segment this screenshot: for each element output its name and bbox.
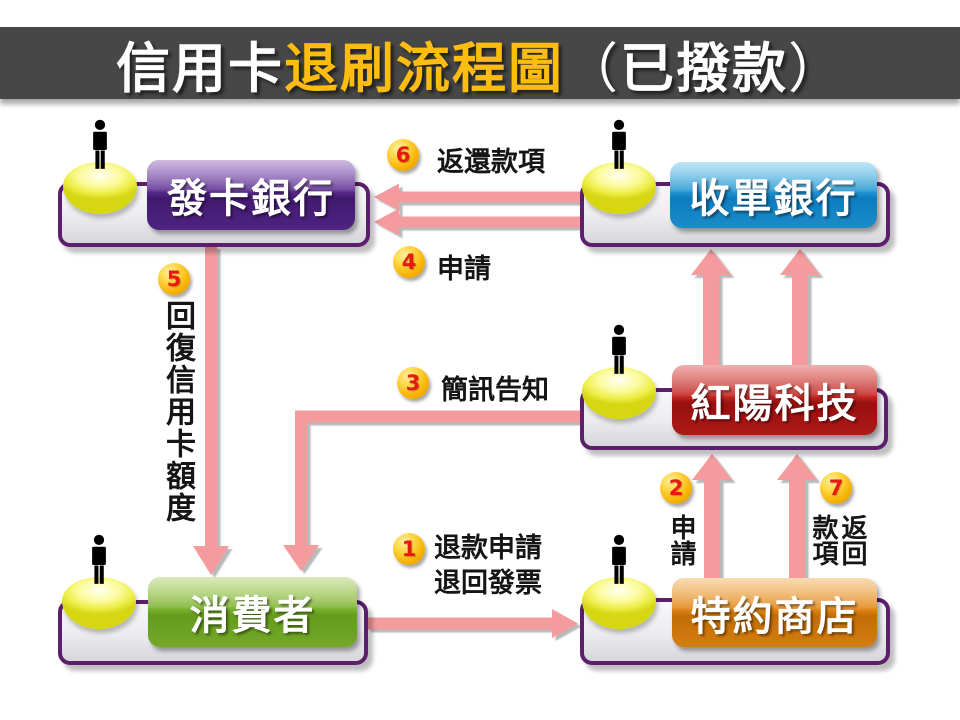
consumer-person [61, 533, 137, 633]
arrow-step1-consumer-to-merchant [367, 609, 578, 638]
step4-label: 申請 [437, 254, 491, 285]
person-icon [612, 119, 626, 169]
processor-label: 紅陽科技 [690, 381, 859, 427]
acquirer-bank-label: 收單銀行 [689, 176, 858, 222]
merchant-label: 特約商店 [690, 593, 859, 640]
consumer-box: 消費者 [148, 577, 357, 647]
title-paren-open: （ [564, 36, 620, 100]
issuer-person [62, 118, 138, 218]
title-highlight: 退刷流程圖 [284, 36, 564, 100]
step1-label: 退款申請 退回發票 [434, 531, 542, 601]
person-icon [92, 534, 106, 584]
step6-badge: 6 [387, 139, 419, 171]
title-paren-text: 已撥款 [620, 36, 788, 100]
title-paren-close: ） [788, 36, 844, 100]
title-prefix: 信用卡 [116, 36, 284, 100]
acquirer-person [581, 118, 657, 218]
arrow-step4-acquirer-to-issuer [374, 208, 581, 236]
step1-badge: 1 [393, 533, 425, 565]
consumer-dome-icon [62, 577, 136, 629]
merchant-person [581, 533, 657, 633]
arrow-processor-to-acquirer-left [691, 249, 731, 366]
processor-box: 紅陽科技 [672, 365, 877, 435]
step7-label: 返回款項 [808, 514, 867, 566]
acquirer-bank-box: 收單銀行 [670, 162, 877, 228]
step3-badge: 3 [397, 367, 429, 399]
merchant-box: 特約商店 [672, 578, 877, 647]
arrow-processor-to-acquirer-right [780, 249, 820, 366]
issuer-dome-icon [63, 162, 137, 214]
arrow-step6-acquirer-to-issuer [374, 183, 581, 211]
arrow-step7-merchant-to-processor [777, 454, 817, 579]
step2-badge: 2 [660, 472, 692, 504]
step1-label-line2: 退回發票 [434, 568, 542, 599]
processor-dome-icon [582, 367, 656, 419]
person-icon [93, 119, 107, 169]
step7-badge: 7 [820, 472, 852, 504]
step1-label-line1: 退款申請 [434, 533, 542, 564]
processor-person [581, 323, 657, 423]
person-icon [612, 534, 626, 584]
arrow-step2-merchant-to-processor [692, 454, 732, 579]
step5-badge: 5 [158, 263, 190, 295]
step5-label: 回復信用卡額度 [160, 300, 195, 524]
step6-label: 返還款項 [437, 147, 545, 178]
person-icon [612, 324, 626, 374]
merchant-dome-icon [582, 577, 656, 629]
acquirer-dome-icon [582, 162, 656, 214]
step2-label: 申請 [666, 514, 696, 566]
step3-label: 簡訊告知 [441, 375, 549, 406]
arrow-step5-issuer-to-consumer [193, 246, 229, 575]
step4-badge: 4 [393, 246, 425, 278]
title-bar: 信用卡退刷流程圖（已撥款） [0, 27, 960, 100]
issuer-bank-box: 發卡銀行 [147, 160, 355, 230]
issuer-bank-label: 發卡銀行 [167, 176, 335, 222]
page-title: 信用卡退刷流程圖（已撥款） [116, 24, 844, 103]
consumer-label: 消費者 [189, 593, 316, 639]
